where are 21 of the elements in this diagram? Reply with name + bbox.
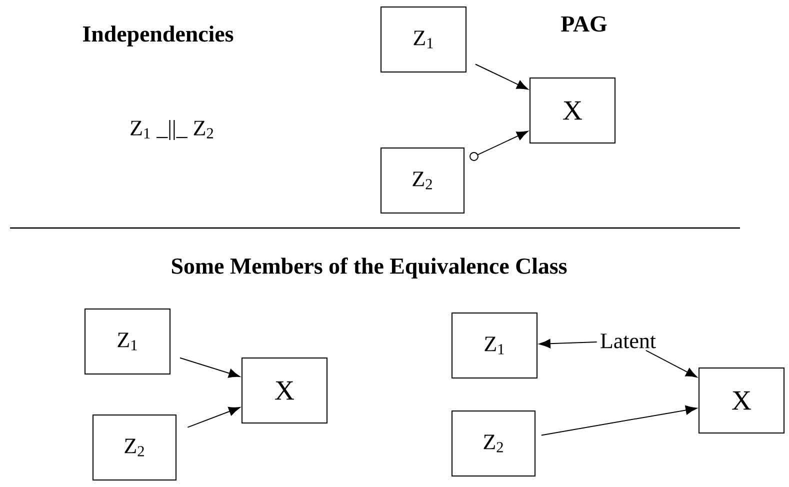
variable-box: X — [242, 358, 328, 424]
independence-statement: Z$_{1}$ _||_ Z$_{2}$ — [130, 120, 214, 140]
variable-box: X — [530, 78, 616, 144]
variable-box: Z$_{2}$ — [452, 410, 536, 476]
variable-box: Z$_{1}$ — [452, 312, 538, 378]
arrow — [187, 406, 240, 428]
heading: Independencies — [83, 26, 234, 46]
arrow — [475, 64, 528, 90]
arrow — [539, 339, 598, 348]
arrow — [645, 350, 698, 378]
arrow — [180, 357, 240, 378]
variable-box: X — [698, 368, 784, 434]
variable-label: Latent — [600, 334, 656, 348]
arrow — [540, 406, 698, 436]
variable-box: Z$_{2}$ — [92, 414, 176, 480]
heading: Some Members of the Equivalence Class — [172, 257, 567, 278]
heading: PAG — [561, 16, 607, 32]
arrow — [470, 130, 528, 161]
variable-box: Z$_{1}$ — [84, 308, 170, 374]
variable-box: Z$_{2}$ — [380, 148, 464, 214]
variable-box: Z$_{1}$ — [380, 6, 466, 72]
